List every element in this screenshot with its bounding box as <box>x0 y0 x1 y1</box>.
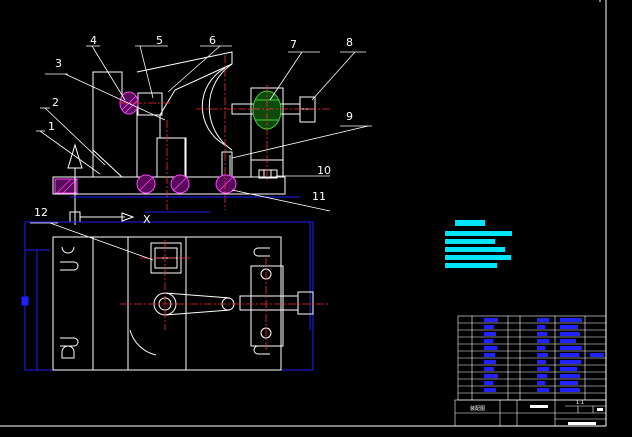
part-label-6: 6 <box>209 34 216 47</box>
title-block-text: 装配图 1:1 <box>470 400 603 425</box>
part-label-12: 12 <box>34 206 48 219</box>
front-view <box>52 51 330 225</box>
leader-lines <box>30 45 372 261</box>
centerlines-top <box>120 240 330 352</box>
part-label-3: 3 <box>55 57 62 70</box>
dimension-text: X <box>143 213 151 226</box>
part-labels: 1 2 3 4 5 6 7 8 9 10 11 12 <box>34 34 353 219</box>
part-label-9: 9 <box>346 110 353 123</box>
part-label-8: 8 <box>346 36 353 49</box>
title-block-scale: 1:1 <box>576 400 584 406</box>
part-label-10: 10 <box>317 164 331 177</box>
parts-list-entries <box>484 318 604 392</box>
part-label-7: 7 <box>290 38 297 51</box>
part-label-1: 1 <box>48 120 55 133</box>
title-block <box>454 399 607 427</box>
drawing-frame <box>0 0 607 427</box>
centerlines-front <box>120 55 330 210</box>
part-label-11: 11 <box>312 190 326 203</box>
title-block-drawing-name: 装配图 <box>470 405 485 412</box>
technical-notes <box>445 220 512 268</box>
top-view <box>52 236 314 371</box>
part-label-5: 5 <box>156 34 163 47</box>
parts-list-table <box>457 315 607 401</box>
part-label-4: 4 <box>90 34 97 47</box>
dimension-lines <box>21 196 314 371</box>
part-label-2: 2 <box>52 96 59 109</box>
